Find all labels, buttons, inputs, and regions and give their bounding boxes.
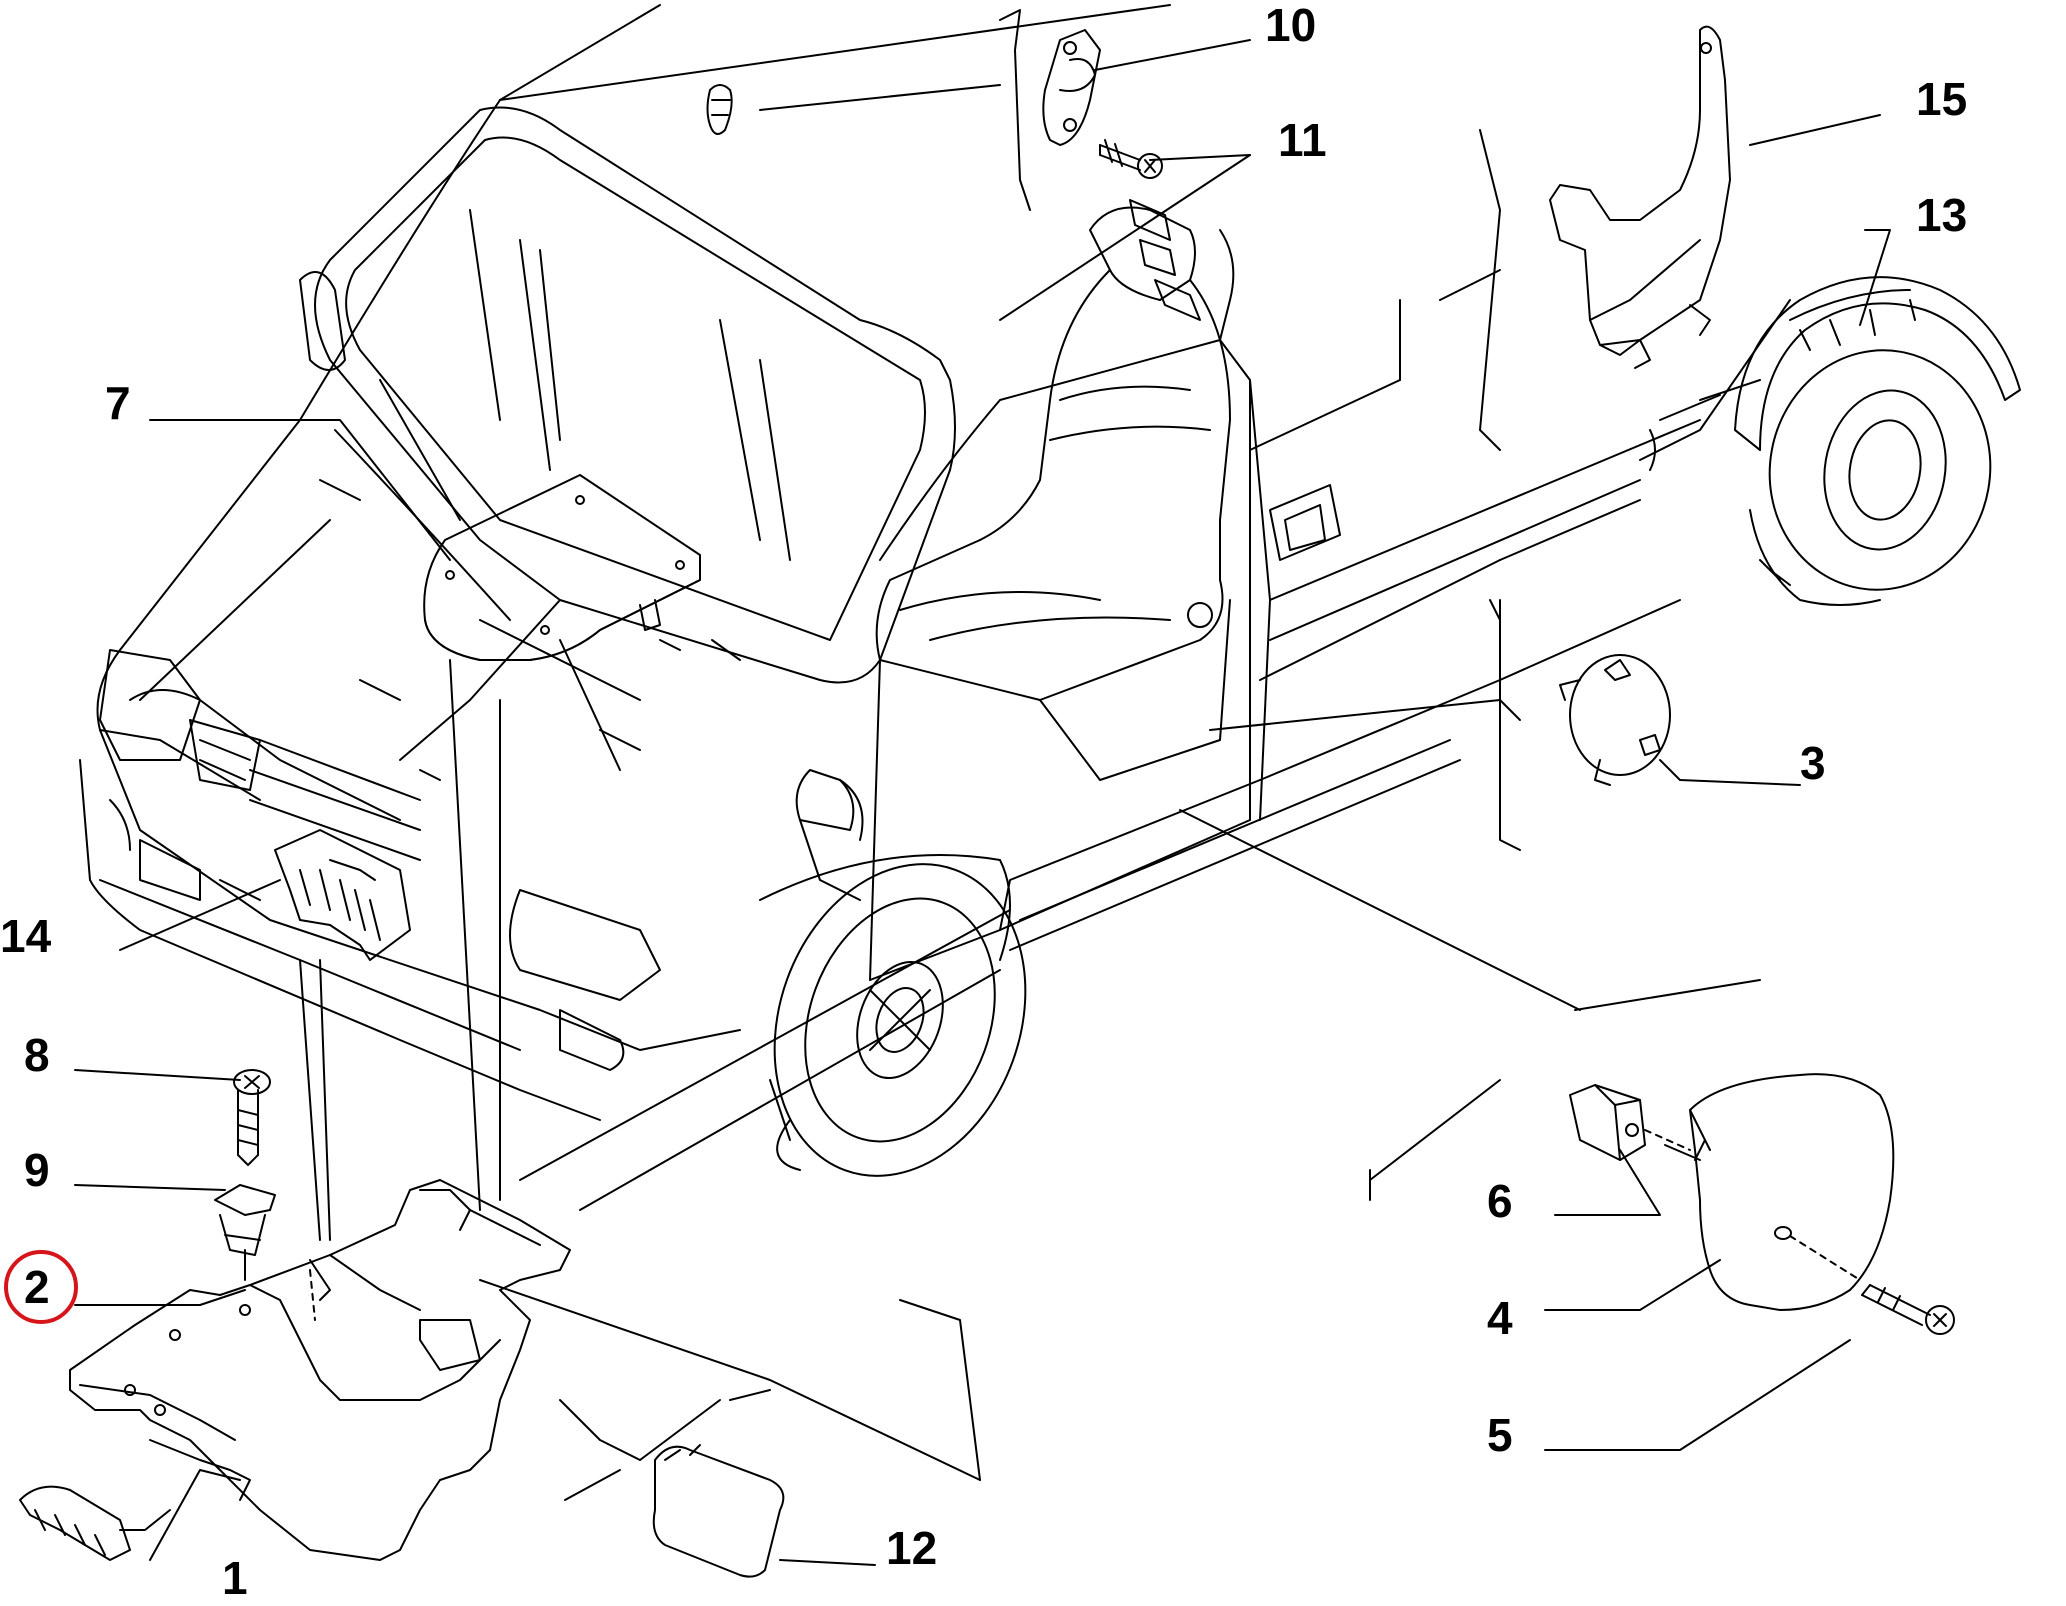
callout-2: 2: [24, 1261, 50, 1313]
callout-13: 13: [1916, 189, 1968, 241]
callout-6: 6: [1487, 1175, 1513, 1227]
part-10-door-check-bracket: [1042, 29, 1101, 146]
callout-7: 7: [105, 377, 131, 429]
part-5-screw: [1861, 1284, 1955, 1335]
part-1-clip-strip: [19, 1485, 131, 1561]
part-15-bracket: [1549, 25, 1731, 369]
callout-11: 11: [1278, 114, 1327, 166]
part-11-screw: [1099, 139, 1163, 179]
van-body-outline: [79, 4, 1992, 1177]
part-12-cap: [652, 1444, 785, 1578]
callout-14: 14: [0, 910, 52, 962]
callout-9: 9: [24, 1144, 50, 1196]
part-8-screw: [233, 1069, 271, 1166]
part-13-wheel-arch-liner: [1734, 276, 2021, 451]
callout-12: 12: [886, 1522, 938, 1574]
part-2-floor-trim-panel: [69, 1179, 571, 1561]
callout-3: 3: [1800, 737, 1826, 789]
leader-lines: [74, 9, 1891, 1566]
callout-5: 5: [1487, 1409, 1513, 1461]
part-7-dashboard-cover: [423, 474, 701, 661]
callout-4: 4: [1487, 1292, 1513, 1344]
part-3-round-cap: [1559, 654, 1671, 786]
callout-10: 10: [1265, 0, 1317, 51]
part-6-clip: [1569, 1084, 1646, 1161]
callout-1: 1: [222, 1552, 248, 1604]
part-9-clip: [214, 1184, 276, 1256]
highlight-ring-callout-2: [4, 1250, 78, 1324]
part-4-cover-panel: [1644, 1073, 1895, 1311]
part-14-fuse-box: [274, 829, 411, 961]
callout-15: 15: [1916, 73, 1968, 125]
callout-8: 8: [24, 1029, 50, 1081]
part-clip-top: [706, 84, 733, 135]
